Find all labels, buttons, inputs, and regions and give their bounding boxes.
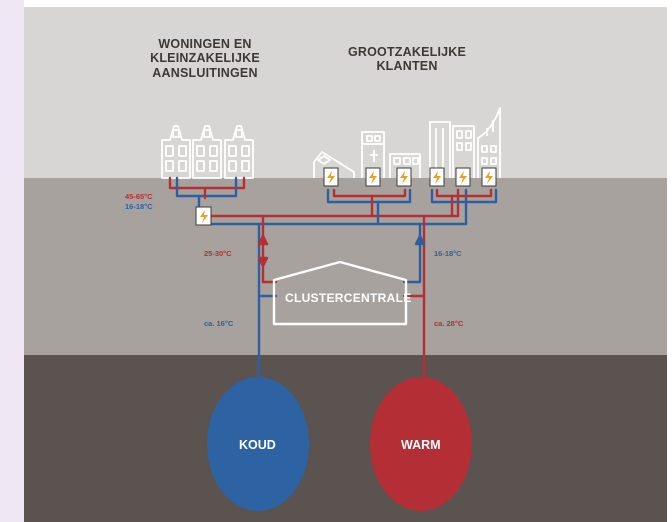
house-2 <box>192 125 222 179</box>
building-office-2 <box>452 125 475 178</box>
temp-right-riser: 16-18°C <box>434 249 462 258</box>
building-office-3 <box>477 107 501 178</box>
exchanger-office-1 <box>429 167 445 187</box>
exchanger-hall <box>323 167 339 187</box>
pipe-residential-cold <box>175 176 238 198</box>
reservoir-warm-label: WARM <box>401 438 441 452</box>
arrow-right-up <box>414 234 426 246</box>
commercial-buildings <box>313 107 501 178</box>
pipe-residential-hot <box>168 176 246 190</box>
lightning-icon <box>459 171 467 184</box>
underground-band <box>24 355 667 522</box>
pipes <box>168 176 498 382</box>
lightning-icon <box>400 171 408 184</box>
commercial-title: GROOTZAKELIJKE KLANTEN <box>347 45 467 74</box>
house-1 <box>161 125 191 179</box>
temp-supply-cold: 16-18°C <box>125 202 153 211</box>
exchanger-office-2 <box>455 167 471 187</box>
arrow-left-down <box>257 256 269 268</box>
building-hall <box>313 151 355 178</box>
ground-band <box>24 178 667 355</box>
exchanger-tower <box>365 167 381 187</box>
residential-title: WONINGEN EN KLEINZAKELIJKE AANSLUITINGEN <box>150 37 260 80</box>
lightning-icon <box>369 171 377 184</box>
exchanger-residential <box>195 206 212 226</box>
cluster-label: CLUSTERCENTRALE <box>285 291 412 305</box>
lightning-icon <box>200 210 208 223</box>
cluster-station <box>272 260 408 326</box>
sky-band <box>24 7 667 178</box>
arrow-left-up <box>257 234 269 246</box>
building-office-1 <box>429 121 451 178</box>
temp-warm-well: ca. 28°C <box>434 319 464 328</box>
pipe-main-hot <box>209 188 460 218</box>
residential-houses <box>161 125 254 179</box>
temp-supply-hot: 45-65°C <box>125 192 153 201</box>
lightning-icon <box>433 171 441 184</box>
exchanger-block <box>396 167 412 187</box>
exchangers <box>195 167 497 226</box>
temp-cold-well: ca. 16°C <box>204 319 234 328</box>
building-tower <box>361 131 385 178</box>
exchanger-office-3 <box>481 167 497 187</box>
reservoir-cold-label: KOUD <box>239 438 276 452</box>
reservoir-warm <box>370 377 472 511</box>
house-3 <box>224 125 254 179</box>
lightning-icon <box>327 171 335 184</box>
building-block <box>389 153 421 178</box>
reservoir-cold <box>207 377 309 511</box>
temp-left-riser: 25-30°C <box>204 249 232 258</box>
lightning-icon <box>485 171 493 184</box>
